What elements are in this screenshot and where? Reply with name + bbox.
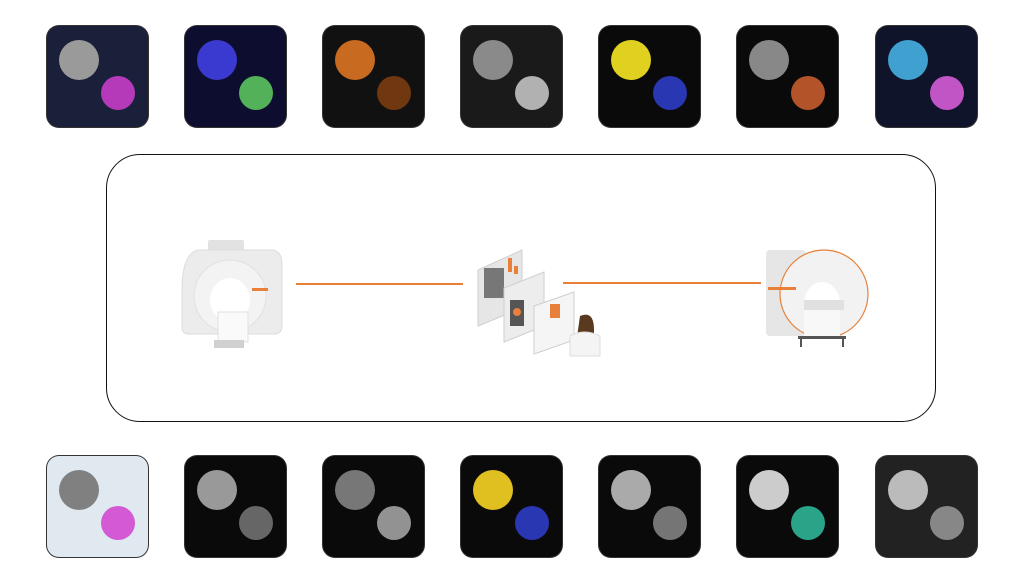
scan-region	[653, 76, 687, 110]
connector-line-right	[563, 282, 761, 284]
medical-image-thumbnail	[47, 456, 148, 557]
medical-image-thumbnail	[323, 456, 424, 557]
medical-image-thumbnail	[876, 456, 977, 557]
scan-region	[515, 76, 549, 110]
scan-region	[930, 76, 964, 110]
scan-region	[749, 40, 789, 80]
scan-region	[515, 506, 549, 540]
scan-region	[888, 40, 928, 80]
medical-image-thumbnail	[737, 456, 838, 557]
scan-region	[335, 470, 375, 510]
scan-region	[239, 76, 273, 110]
scan-region	[930, 506, 964, 540]
medical-image-thumbnail	[599, 26, 700, 127]
scan-region	[611, 470, 651, 510]
medical-image-thumbnail	[185, 26, 286, 127]
scan-region	[239, 506, 273, 540]
ct-scanner-illustration	[181, 240, 283, 348]
scan-region	[888, 470, 928, 510]
medical-image-thumbnail	[599, 456, 700, 557]
medical-image-thumbnail	[737, 26, 838, 127]
medical-image-thumbnail	[47, 26, 148, 127]
scan-region	[59, 470, 99, 510]
medical-image-thumbnail	[461, 456, 562, 557]
medical-image-thumbnail	[876, 26, 977, 127]
scan-region	[377, 506, 411, 540]
medical-image-thumbnail	[185, 456, 286, 557]
connector-line-left	[296, 283, 463, 285]
medical-image-thumbnail	[323, 26, 424, 127]
scan-region	[791, 506, 825, 540]
scan-region	[791, 76, 825, 110]
scan-region	[101, 506, 135, 540]
scan-region	[197, 40, 237, 80]
scan-region	[473, 40, 513, 80]
scan-region	[653, 506, 687, 540]
scan-region	[197, 470, 237, 510]
scan-region	[377, 76, 411, 110]
scan-region	[335, 40, 375, 80]
medical-image-thumbnail	[461, 26, 562, 127]
scan-region	[101, 76, 135, 110]
scan-region	[611, 40, 651, 80]
scan-region	[473, 470, 513, 510]
radiologist-workstation-illustration	[477, 249, 601, 357]
workflow-frame	[106, 154, 936, 422]
scan-region	[749, 470, 789, 510]
mri-scanner-illustration	[766, 249, 869, 347]
scan-region	[59, 40, 99, 80]
